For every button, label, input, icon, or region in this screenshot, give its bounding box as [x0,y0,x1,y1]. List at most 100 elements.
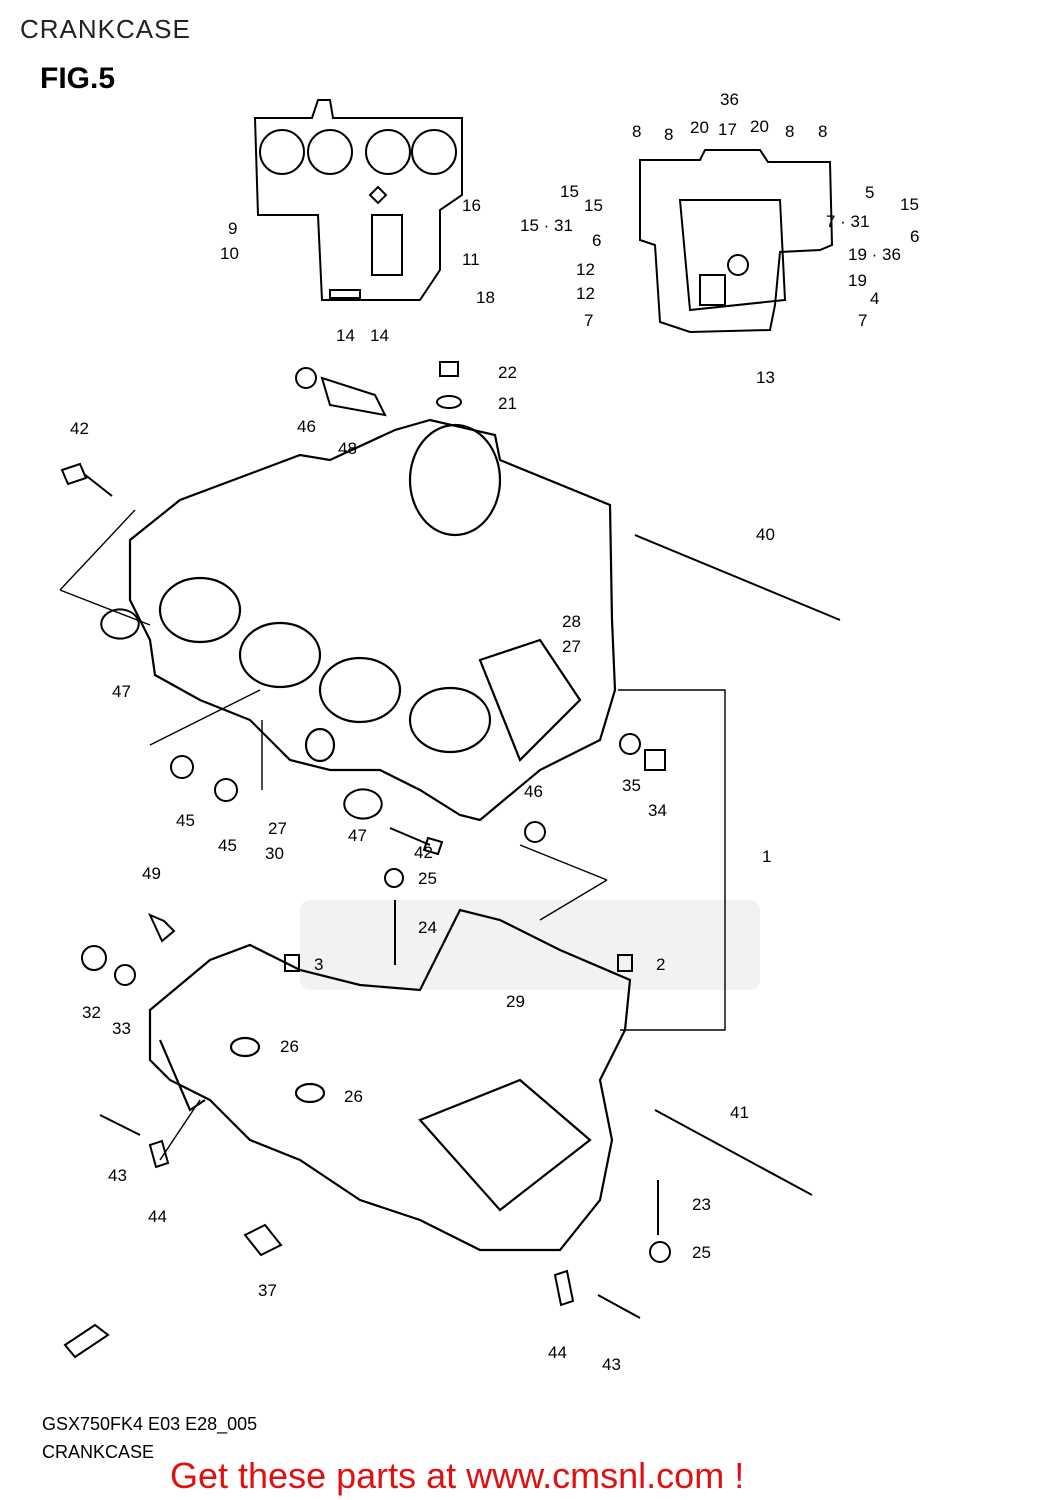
page-header-title: CRANKCASE [20,14,191,44]
callout-3: 20 [690,118,709,137]
callout-65: 37 [258,1281,277,1300]
callout-64: 25 [692,1243,711,1262]
callout-28: 18 [476,288,495,307]
callout-39: 47 [112,682,131,701]
nut-25-lower [649,1241,671,1263]
callout-46: 47 [348,826,367,845]
filter-48 [320,376,387,417]
o-ring-35 [619,733,641,755]
callout-8: 15 [560,182,579,201]
gasket-33 [114,964,136,986]
bracket-44-left [148,1139,170,1169]
plug-34 [644,749,666,771]
callout-7: 8 [818,122,827,141]
bolt-42-lower [389,827,444,856]
callout-21: 7 [584,311,593,330]
callout-16: 19 · 36 [848,245,901,264]
callout-20: 4 [870,289,879,308]
cta-link[interactable]: Get these parts at www.cmsnl.com ! [170,1455,745,1496]
callout-10: 5 [865,183,874,202]
watermark-logo [300,900,760,990]
plug-32 [81,945,107,971]
callout-15: 6 [910,227,919,246]
leader-lines [59,509,726,1161]
bolt-43-right [597,1294,641,1319]
plug-37 [243,1223,283,1257]
callout-47: 42 [414,843,433,862]
callout-36: 40 [756,525,775,544]
callout-11: 15 [900,195,919,214]
callout-53: 3 [314,955,323,974]
callout-19: 12 [576,284,595,303]
callout-56: 33 [112,1019,131,1038]
model-code: GSX750FK4 E03 E28_005 [42,1414,258,1434]
lower-crankcase [148,908,632,1252]
bolt-43-left [99,1114,141,1136]
bearing-47b [343,788,383,820]
callout-44: 45 [218,836,237,855]
callout-63: 23 [692,1195,711,1214]
callout-24: 16 [462,196,481,215]
nut-46 [295,367,317,389]
callout-23: 13 [756,368,775,387]
callout-5: 20 [750,117,769,136]
callout-0: 36 [720,90,739,109]
callout-50: 49 [142,864,161,883]
callout-14: 6 [592,231,601,250]
callout-26: 11 [462,250,480,269]
callout-54: 2 [656,955,665,974]
bracket-44-right [553,1269,575,1307]
dowel-2 [617,954,633,972]
callout-1: 8 [632,122,641,141]
callout-35: 42 [70,419,89,438]
callout-4: 17 [718,120,737,139]
nut-46-lower [524,821,546,843]
callout-62: 44 [148,1207,167,1226]
lower-crankcase-bottom-detail [639,149,834,334]
callout-49: 1 [762,847,771,866]
callout-66: 44 [548,1343,567,1362]
callout-30: 14 [370,326,389,345]
callout-43: 46 [524,782,543,801]
bush-45b [214,778,238,802]
callout-51: 25 [418,869,437,888]
callout-18: 19 [848,271,867,290]
callout-27: 10 [220,244,239,263]
upper-crankcase [128,418,617,822]
plug-22 [439,361,459,377]
callout-52: 24 [418,918,437,937]
callout-45: 27 [268,819,287,838]
dowel-3 [284,954,300,972]
callout-61: 43 [108,1166,127,1185]
bolt-42-upper [60,462,113,497]
callout-9: 15 [584,196,603,215]
callout-58: 26 [280,1037,299,1056]
callout-29: 14 [336,326,355,345]
callout-2: 8 [664,125,673,144]
nut-25-top [384,868,404,888]
callout-60: 41 [730,1103,749,1122]
bolt-40 [634,534,841,621]
figure-label: FIG.5 [40,62,116,95]
callout-12: 15 · 31 [520,216,573,235]
callout-25: 9 [228,219,237,238]
o-ring-21 [436,395,462,409]
callout-55: 32 [82,1003,101,1022]
callout-42: 45 [176,811,195,830]
upper-crankcase-top-detail [253,99,463,301]
callout-32: 21 [498,394,517,413]
fwd-arrow [63,1323,110,1359]
callout-31: 22 [498,363,517,382]
callout-37: 28 [562,612,581,631]
fastener-parts [60,361,841,1359]
bolt-41 [654,1109,813,1196]
callout-67: 43 [602,1355,621,1374]
callout-57: 29 [506,992,525,1011]
callout-13: 7 · 31 [826,212,869,231]
callout-48: 30 [265,844,284,863]
callout-41: 34 [648,801,667,820]
callout-6: 8 [785,122,794,141]
callout-22: 7 [858,311,867,330]
